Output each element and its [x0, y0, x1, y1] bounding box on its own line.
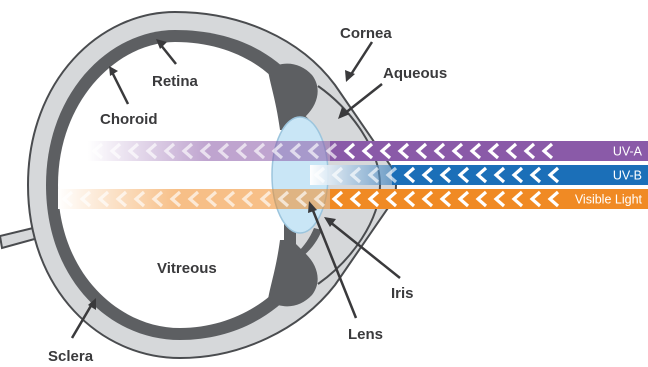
- choroid-label: Choroid: [100, 111, 158, 128]
- sclera-label: Sclera: [48, 348, 94, 365]
- band-visible-label: Visible Light: [575, 193, 643, 207]
- cornea-label: Cornea: [340, 25, 392, 42]
- vitreous-label: Vitreous: [157, 260, 217, 277]
- iris-label: Iris: [391, 285, 414, 302]
- cornea-leader: [345, 42, 372, 82]
- band-uvb-label: UV-B: [613, 169, 642, 183]
- band-uva-label: UV-A: [613, 145, 643, 159]
- lens-label: Lens: [348, 326, 383, 343]
- aqueous-label: Aqueous: [383, 65, 447, 82]
- retina-label: Retina: [152, 73, 199, 90]
- band-uvb: UV-B: [310, 165, 648, 185]
- band-visible: Visible Light: [58, 189, 648, 209]
- band-uva: UV-A: [88, 141, 648, 161]
